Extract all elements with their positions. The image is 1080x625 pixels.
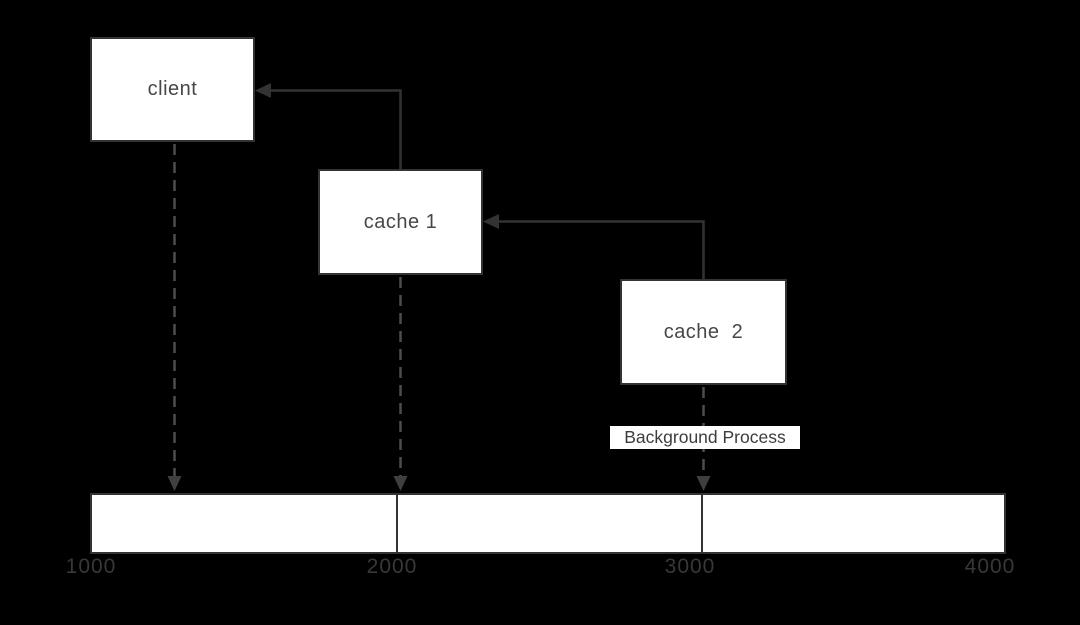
node-client-label: client	[147, 78, 198, 100]
node-client: client	[90, 37, 255, 142]
node-cache-2-label: cache 2	[663, 320, 744, 343]
node-cache-2: cache 2	[620, 279, 787, 385]
arrow-cache2-to-cache1-line	[497, 220, 705, 279]
tick-label-1000: 1000	[65, 555, 117, 578]
background-process-label: Background Process	[610, 426, 800, 449]
arrow-cache1-to-client-line	[269, 89, 402, 169]
arrow-cache1-to-client-head-icon	[255, 83, 271, 98]
dashed-arrow-cache2-head-icon	[696, 476, 711, 491]
timeline-divider-3000	[701, 495, 703, 552]
node-cache-1-label: cache 1	[363, 210, 438, 233]
timeline-divider-2000	[396, 495, 398, 552]
tick-label-2000: 2000	[366, 555, 418, 578]
dashed-arrow-cache1-head-icon	[393, 476, 408, 491]
timeline-bar	[90, 493, 1006, 554]
tick-label-4000: 4000	[964, 555, 1016, 578]
dashed-arrow-client-head-icon	[167, 476, 182, 491]
arrow-cache2-to-cache1-head-icon	[483, 214, 499, 229]
tick-label-3000: 3000	[664, 555, 716, 578]
node-cache-1: cache 1	[318, 169, 483, 275]
